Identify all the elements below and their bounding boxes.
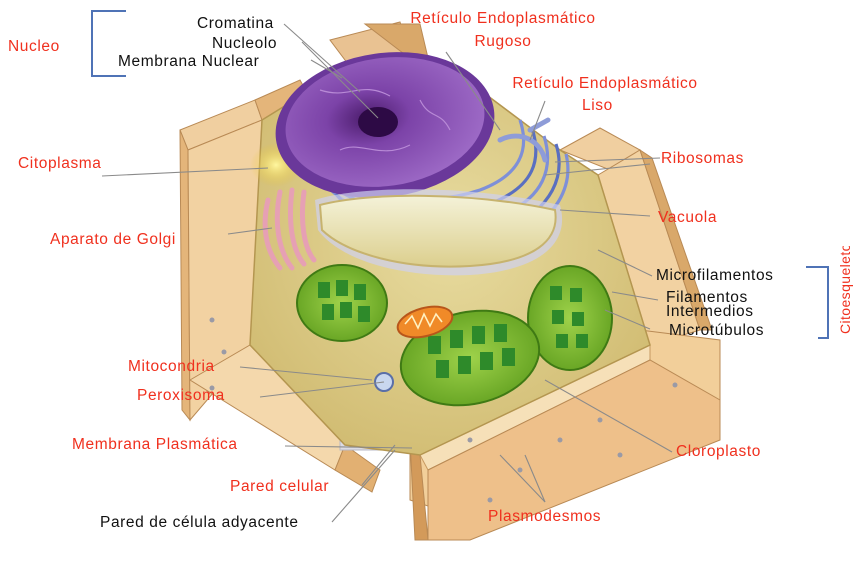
label-plasmodesmos: Plasmodesmos <box>488 508 601 525</box>
label-membrana-nuclear: Membrana Nuclear <box>118 53 259 70</box>
label-aparato-golgi: Aparato de Golgi <box>50 231 176 248</box>
label-microfilamentos: Microfilamentos <box>656 267 774 284</box>
label-rel-line2: Liso <box>582 97 613 114</box>
label-rel-line1: Retículo Endoplasmático <box>480 75 730 92</box>
label-peroxisoma: Peroxisoma <box>137 387 225 404</box>
label-rer-line2: Rugoso <box>378 33 628 50</box>
label-nucleolo: Nucleolo <box>212 35 277 52</box>
label-cromatina: Cromatina <box>197 15 274 32</box>
label-nucleo: Nucleo <box>8 38 60 55</box>
chloroplast-left <box>297 265 387 341</box>
nucleolus <box>358 107 398 137</box>
label-membrana-plasmatica: Membrana Plasmática <box>72 436 238 453</box>
label-rer-line1: Retículo Endoplasmático <box>378 10 628 27</box>
label-intermedios: Intermedios <box>666 303 754 320</box>
label-pared-celular: Pared celular <box>230 478 329 495</box>
cytoskeleton-bracket <box>806 267 828 338</box>
label-citoesqueleto: Citoesqueleto <box>837 246 853 334</box>
label-vacuola: Vacuola <box>658 209 717 226</box>
label-ribosomas: Ribosomas <box>661 150 744 167</box>
label-citoplasma: Citoplasma <box>18 155 102 172</box>
label-pared-adyacente: Pared de célula adyacente <box>100 514 299 531</box>
label-microtubulos: Microtúbulos <box>669 322 764 339</box>
label-mitocondria: Mitocondria <box>128 358 215 375</box>
label-citoesqueleto-wrap: Citoesqueleto <box>836 246 854 334</box>
chloroplast-right <box>528 266 612 370</box>
label-cloroplasto: Cloroplasto <box>676 443 761 460</box>
